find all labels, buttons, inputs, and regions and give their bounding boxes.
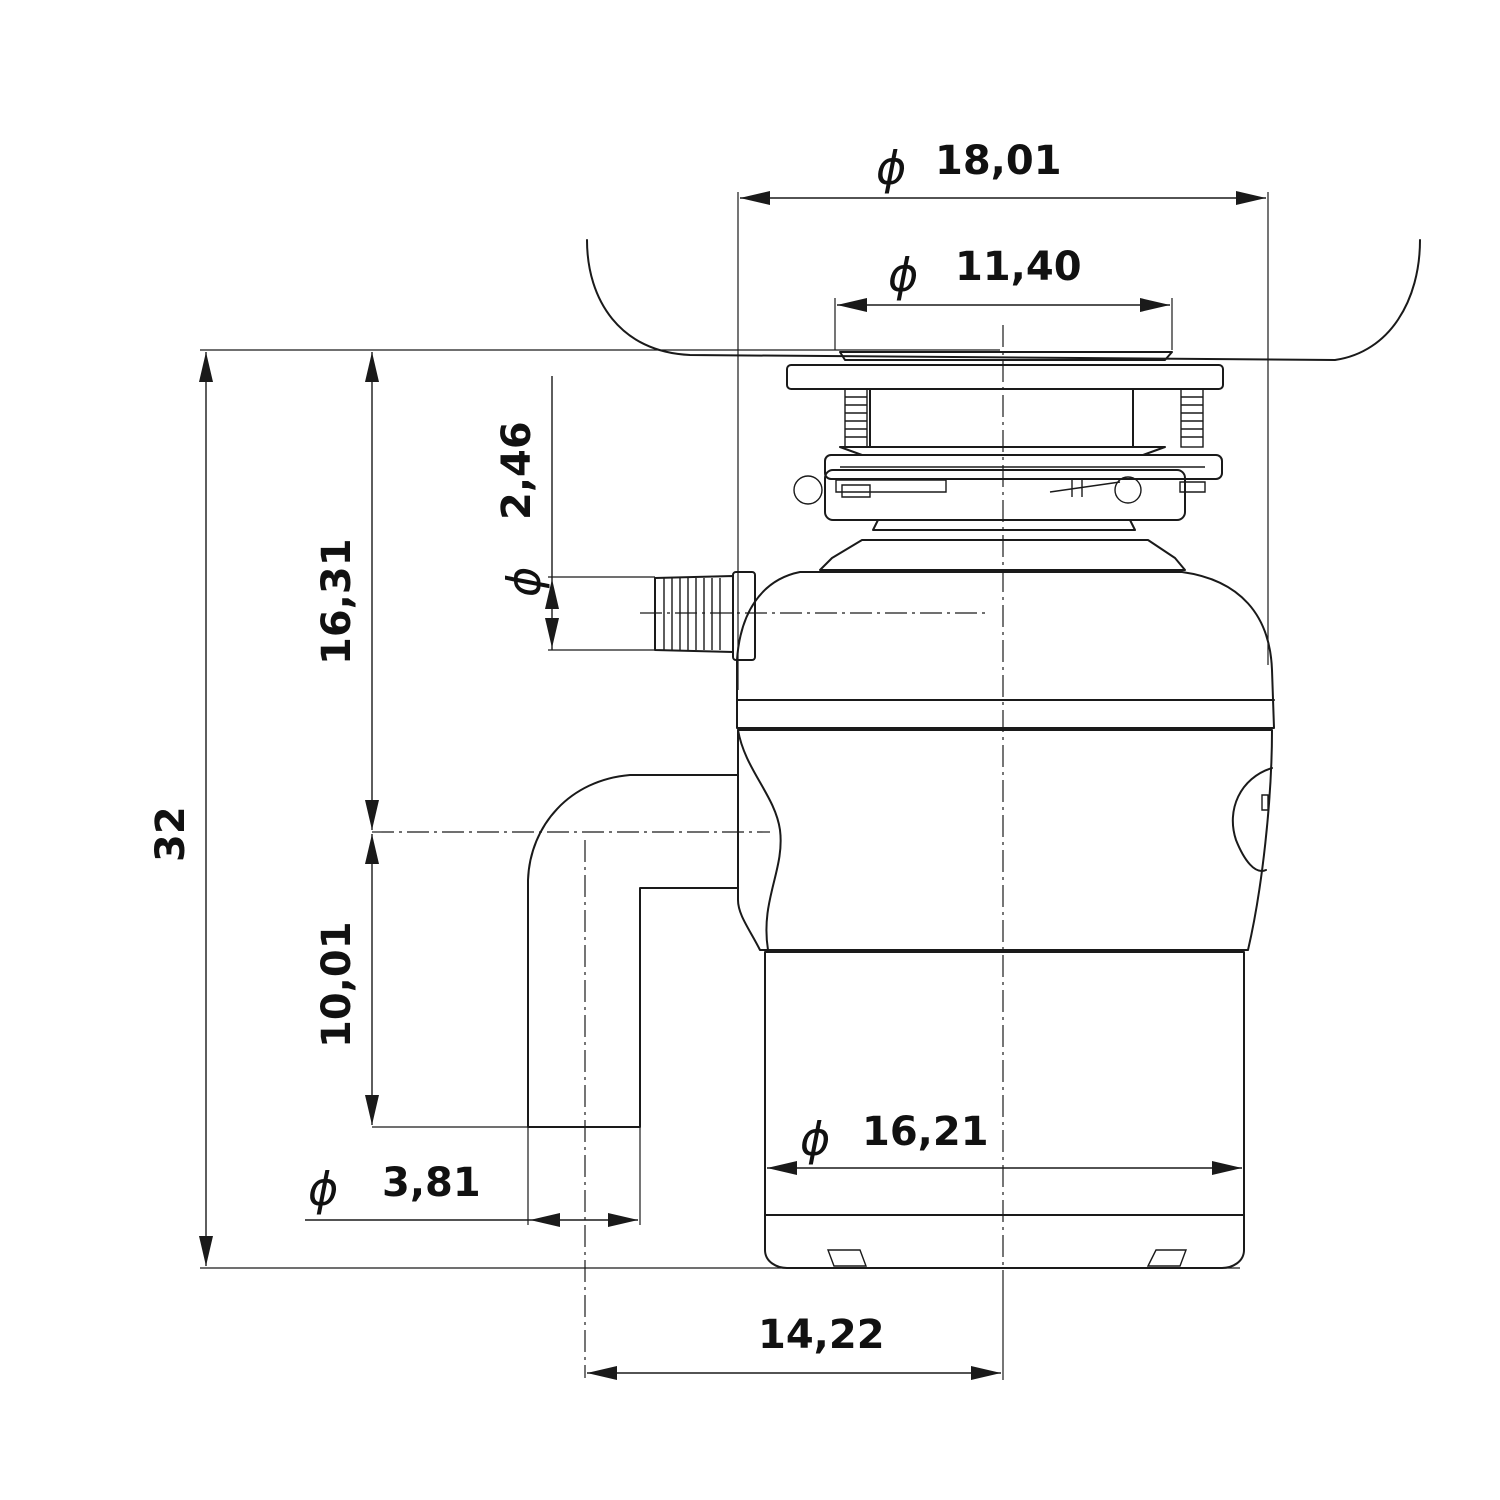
sink-flange (839, 351, 1173, 361)
disposer-unit (372, 325, 1275, 1378)
dimension-sink-opening: ϕ 11,40 (834, 244, 1173, 350)
dimension-value: 3,81 (382, 1160, 481, 1206)
phi-symbol: ϕ (888, 248, 918, 302)
outlet-elbow-pipe (527, 774, 739, 1128)
foot-right (1146, 1249, 1188, 1267)
phi-symbol: ϕ (800, 1112, 830, 1166)
base (764, 1214, 1245, 1269)
mounting-screw-left (844, 388, 868, 448)
dimension-value: 11,40 (955, 244, 1082, 290)
dimension-value: 18,01 (935, 138, 1062, 184)
mounting-lug-left (793, 475, 823, 505)
foot-left (826, 1249, 868, 1267)
inlet-boss (732, 571, 756, 661)
middle-housing (737, 729, 1273, 951)
dimension-outlet-height: 10,01 (314, 834, 528, 1128)
mounting-screw-right (1180, 388, 1204, 448)
lower-chamber (764, 951, 1245, 1216)
dimension-outlet-pipe: ϕ 3,81 (305, 1127, 641, 1227)
reset-button-cover (1231, 767, 1273, 872)
dimension-value: 14,22 (758, 1312, 885, 1358)
dishwasher-inlet (654, 575, 734, 653)
dimension-total-height: 32 (148, 349, 1240, 1269)
dimension-value: 2,46 (494, 421, 540, 520)
dimension-dishwasher-inlet: ϕ 2,46 (494, 376, 655, 651)
dimension-value: 16,31 (314, 538, 360, 665)
dimension-value: 16,21 (862, 1109, 989, 1155)
dimension-body-diameter: ϕ 16,21 (767, 1109, 1242, 1175)
sink-bowl (586, 239, 1421, 361)
dimension-outlet-offset: 14,22 (587, 1272, 1004, 1380)
phi-symbol: ϕ (497, 567, 551, 597)
dimension-flange-outer: ϕ 18,01 (737, 138, 1269, 690)
dimension-value: 32 (148, 806, 194, 862)
phi-symbol: ϕ (876, 141, 906, 195)
mounting-plate (786, 364, 1224, 390)
mounting-lug-right (1114, 476, 1142, 504)
mounting-ring (824, 454, 1223, 480)
upper-housing (736, 571, 1275, 729)
dimension-value: 10,01 (314, 921, 360, 1048)
dimension-inlet-height: 16,31 (314, 352, 379, 830)
phi-symbol: ϕ (308, 1162, 338, 1216)
